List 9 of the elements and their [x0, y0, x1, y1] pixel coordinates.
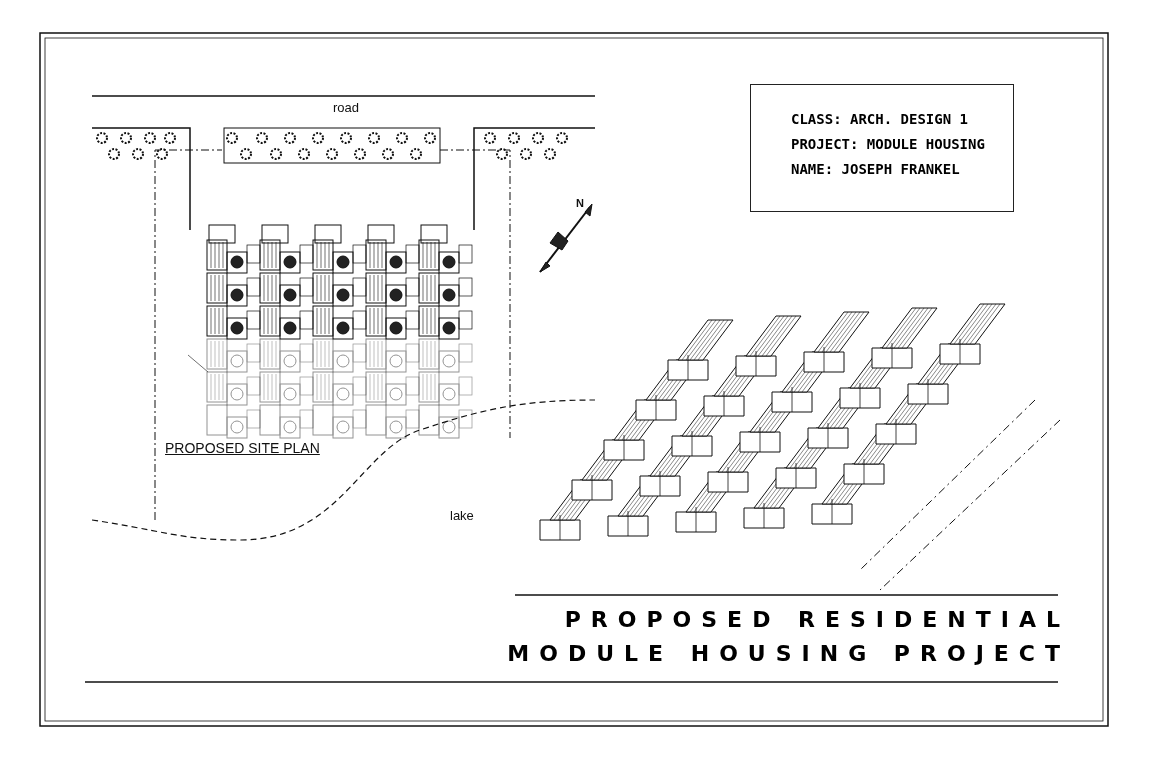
- sheet-title: PROPOSED RESIDENTIAL MODULE HOUSING PROJECT: [506, 606, 1070, 668]
- title-block-text: NAME: JOSEPH FRANKEL: [791, 161, 961, 177]
- title-block-text: PROJECT: MODULE HOUSING: [791, 136, 986, 152]
- drawing-title: PROPOSED SITE PLAN: [165, 440, 320, 456]
- title-block: [750, 84, 1014, 212]
- lake-label: lake: [450, 508, 474, 523]
- road-label: road: [333, 100, 360, 115]
- north-letter: N: [576, 197, 584, 209]
- title-block-text: CLASS: ARCH. DESIGN 1: [791, 111, 969, 127]
